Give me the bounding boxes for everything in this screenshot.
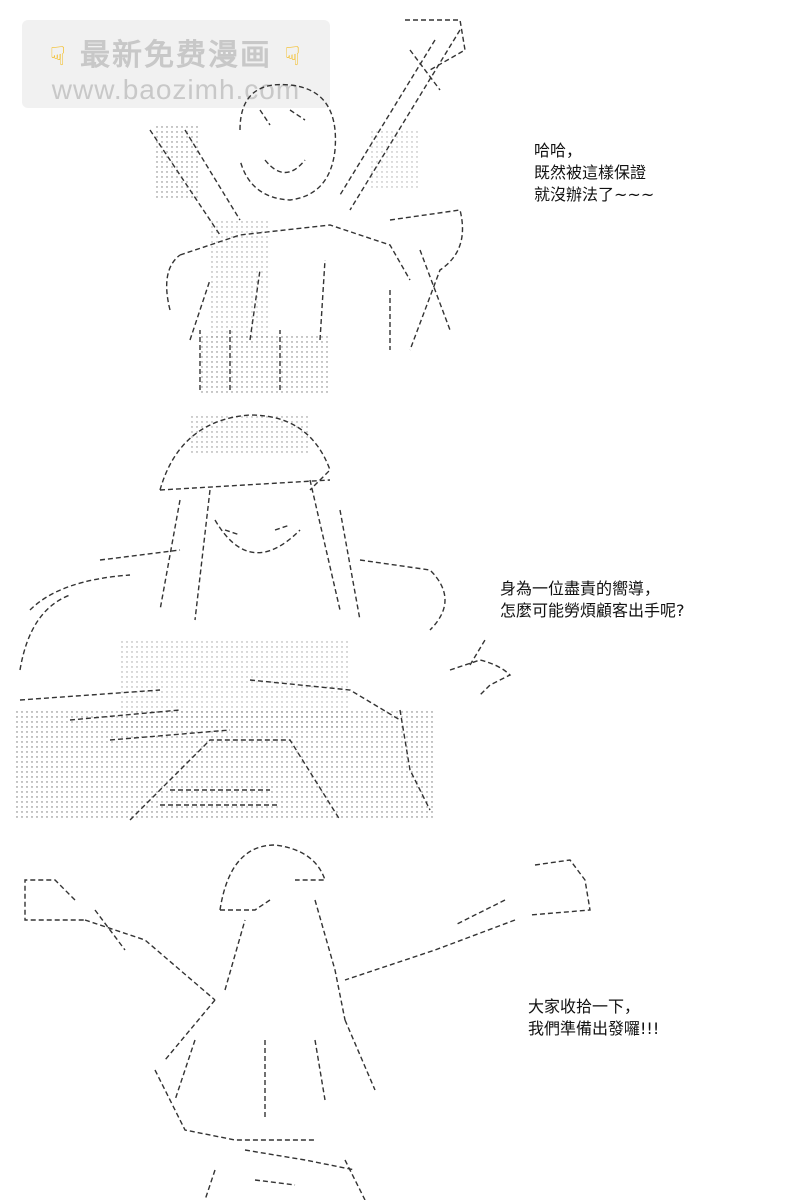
panel-1-ascii-art <box>149 19 466 395</box>
pointing-hand-icon: ☟ <box>284 42 303 72</box>
caption-line: 大家收拾一下， <box>528 997 641 1016</box>
panel-2-ascii-art <box>15 414 512 821</box>
watermark-url: www.baozimh.com <box>51 74 301 105</box>
watermark-title-text: 最新免费漫画 <box>80 38 272 73</box>
watermark-title: ☟ 最新免费漫画 ☟ <box>22 30 330 74</box>
caption-line: 我們準備出發囉!!! <box>528 1019 660 1038</box>
panel-1: 哈哈， 既然被這樣保證 就沒辦法了~~~ <box>0 0 800 395</box>
panel-3-caption: 大家收拾一下， 我們準備出發囉!!! <box>528 996 659 1040</box>
panel-1-caption: 哈哈， 既然被這樣保證 就沒辦法了~~~ <box>534 140 654 206</box>
panel-3-ascii-art <box>24 844 591 1200</box>
caption-line: 哈哈， <box>534 141 583 160</box>
panel-2-caption: 身為一位盡責的嚮導， 怎麼可能勞煩顧客出手呢? <box>500 578 685 622</box>
pointing-hand-icon: ☟ <box>49 42 68 72</box>
panel-2: 身為一位盡責的嚮導， 怎麼可能勞煩顧客出手呢? <box>0 410 800 830</box>
caption-line: 就沒辦法了~~~ <box>534 185 655 204</box>
caption-line: 怎麼可能勞煩顧客出手呢? <box>500 601 685 620</box>
caption-line: 身為一位盡責的嚮導， <box>500 579 661 598</box>
watermark: ☟ 最新免费漫画 ☟ www.baozimh.com <box>22 20 330 108</box>
panel-3: 大家收拾一下， 我們準備出發囉!!! <box>0 840 800 1200</box>
caption-line: 既然被這樣保證 <box>534 163 647 182</box>
